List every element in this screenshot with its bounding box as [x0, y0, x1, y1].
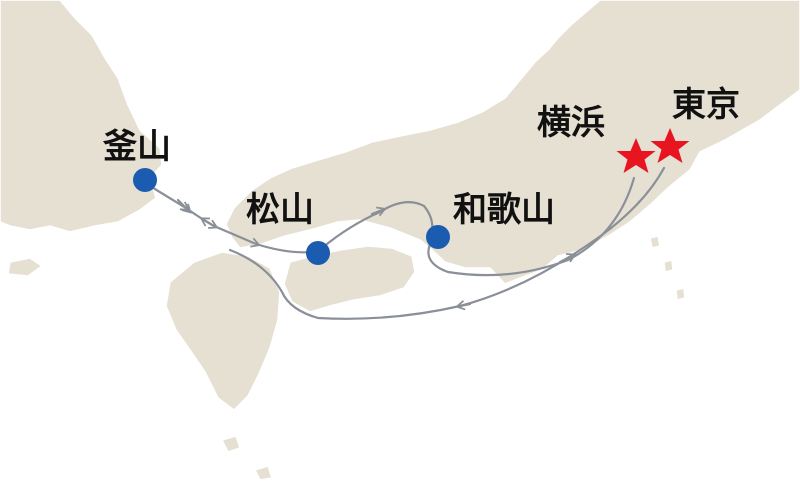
route-tokyo-return — [228, 166, 666, 320]
route-layer — [148, 166, 666, 320]
island-izu-1 — [649, 235, 661, 249]
port-marker-yokohama-star[interactable] — [616, 138, 656, 173]
land-layer — [0, 0, 800, 481]
route-arrow-busan-1 — [176, 198, 192, 214]
island-south-1 — [220, 435, 241, 453]
island-south-2 — [253, 465, 273, 481]
port-marker-layer — [133, 128, 690, 265]
port-label-matsuyama: 松山 — [246, 190, 314, 230]
route-wakayama-yokohama — [427, 176, 636, 277]
port-marker-wakayama[interactable] — [426, 225, 450, 249]
korea-island — [7, 257, 44, 277]
port-marker-matsuyama[interactable] — [306, 241, 330, 265]
route-arrow-matsuyama — [370, 206, 387, 217]
port-marker-tokyo-star[interactable] — [650, 128, 690, 163]
kyushu-landmass — [165, 251, 281, 411]
route-arrow-busan-2 — [199, 217, 216, 228]
shikoku-landmass — [283, 245, 416, 313]
honshu-landmass — [225, 0, 800, 285]
port-label-yokohama: 横浜 — [537, 103, 605, 143]
korea-landmass — [0, 0, 163, 233]
port-marker-busan[interactable] — [133, 168, 157, 192]
port-label-tokyo: 東京 — [672, 85, 740, 125]
island-izu-2 — [663, 259, 674, 273]
route-arrow-return — [455, 300, 472, 311]
island-izu-3 — [675, 287, 686, 301]
port-label-busan: 釜山 — [102, 127, 171, 167]
route-matsuyama-wakayama — [320, 201, 434, 250]
port-label-layer: 釜山 松山 和歌山 横浜 東京 — [102, 85, 740, 230]
port-label-wakayama: 和歌山 — [453, 190, 555, 230]
